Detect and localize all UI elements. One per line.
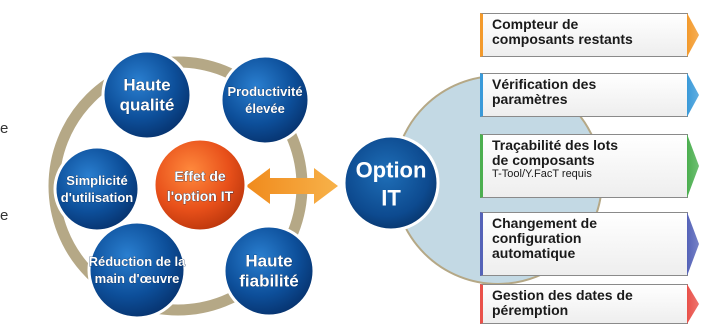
center-node-circle [152,137,248,233]
feature-panel-line: paramètres [492,91,568,107]
edge-fragment-top: e [0,120,9,137]
feature-panel-note: T-Tool/Y.FacT requis [492,168,592,180]
feature-panel-line: Vérification des [492,76,597,92]
benefit-node-line: Haute [245,252,292,271]
hub-label-line: IT [381,186,401,211]
double-arrow [246,168,338,204]
benefit-node-line: Productivité [227,84,302,99]
feature-panel-line: Compteur de [492,16,579,32]
hub-circle [342,134,440,232]
feature-panel-line: configuration [492,230,582,246]
center-node-line: l'option IT [167,188,234,204]
feature-panel-line: automatique [492,245,576,261]
benefit-node-line: fiabilité [239,272,299,291]
benefit-node-circle [101,49,193,141]
feature-panel-line: composants restants [492,31,633,47]
benefit-node-line: main d'œuvre [95,271,180,286]
edge-fragment-bottom: e [0,207,9,224]
benefit-node-line: qualité [120,96,175,115]
benefit-node: Productivité élevée [219,54,311,146]
benefit-node-line: d'utilisation [61,190,133,205]
benefit-node-circle [87,220,187,320]
benefit-node-line: Réduction de la [89,254,187,269]
benefit-node-circle [53,145,141,233]
feature-panel-line: Gestion des dates de [492,287,633,303]
feature-panel-line: Traçabilité des lots [492,137,619,153]
feature-panel-line: péremption [492,302,569,318]
benefit-node-line: Simplicité [66,173,127,188]
center-node: Effet de l'option IT [152,137,248,233]
benefit-node-circle [219,54,311,146]
benefit-node: Simplicité d'utilisation [53,145,141,233]
center-node-line: Effet de [174,168,226,184]
hub-label-line: Option [356,158,427,183]
feature-panel-line: Changement de [492,215,598,231]
benefit-node: Réduction de la main d'œuvre [87,220,187,320]
cycle-layer: HautequalitéProductivitéélevéeHautefiabi… [53,49,316,320]
benefit-node-circle [222,224,316,318]
feature-panel-line: de composants [492,152,595,168]
benefit-node-line: élevée [245,101,285,116]
benefit-node-line: Haute [123,76,170,95]
